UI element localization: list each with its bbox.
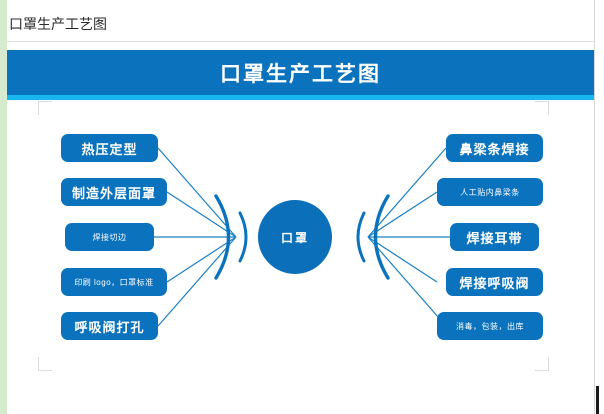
process-node-left-2[interactable]: 制造外层面罩 xyxy=(61,178,167,206)
crop-mark-top-right xyxy=(535,101,549,115)
center-hub[interactable]: 口罩 xyxy=(258,200,332,274)
bottom-right-marker xyxy=(596,386,599,414)
center-hub-label: 口罩 xyxy=(280,230,309,245)
right-edge-divider xyxy=(594,0,595,414)
crop-mark-bottom-right xyxy=(535,357,549,371)
process-node-right-1[interactable]: 鼻梁条焊接 xyxy=(446,134,543,162)
banner-accent-bar xyxy=(7,95,594,100)
title-divider xyxy=(7,41,594,42)
process-node-right-4[interactable]: 焊接呼吸阀 xyxy=(446,268,543,296)
process-node-right-5[interactable]: 消毒，包装，出库 xyxy=(437,312,543,340)
process-node-left-5[interactable]: 呼吸阀打孔 xyxy=(61,312,158,340)
crop-mark-top-left xyxy=(38,101,52,115)
banner-title: 口罩生产工艺图 xyxy=(220,62,381,86)
process-node-left-1[interactable]: 热压定型 xyxy=(61,134,158,162)
crop-mark-bottom-left xyxy=(38,357,52,371)
process-node-right-3[interactable]: 焊接耳带 xyxy=(450,223,539,251)
process-node-right-2[interactable]: 人工贴内鼻梁条 xyxy=(437,178,543,206)
diagram-banner: 口罩生产工艺图 xyxy=(7,50,594,95)
page-title: 口罩生产工艺图 xyxy=(9,16,107,32)
process-node-left-4[interactable]: 印刷 logo，口罩标准 xyxy=(61,268,167,296)
process-node-left-3[interactable]: 焊接切边 xyxy=(65,223,154,251)
left-edge-rail xyxy=(0,0,7,414)
